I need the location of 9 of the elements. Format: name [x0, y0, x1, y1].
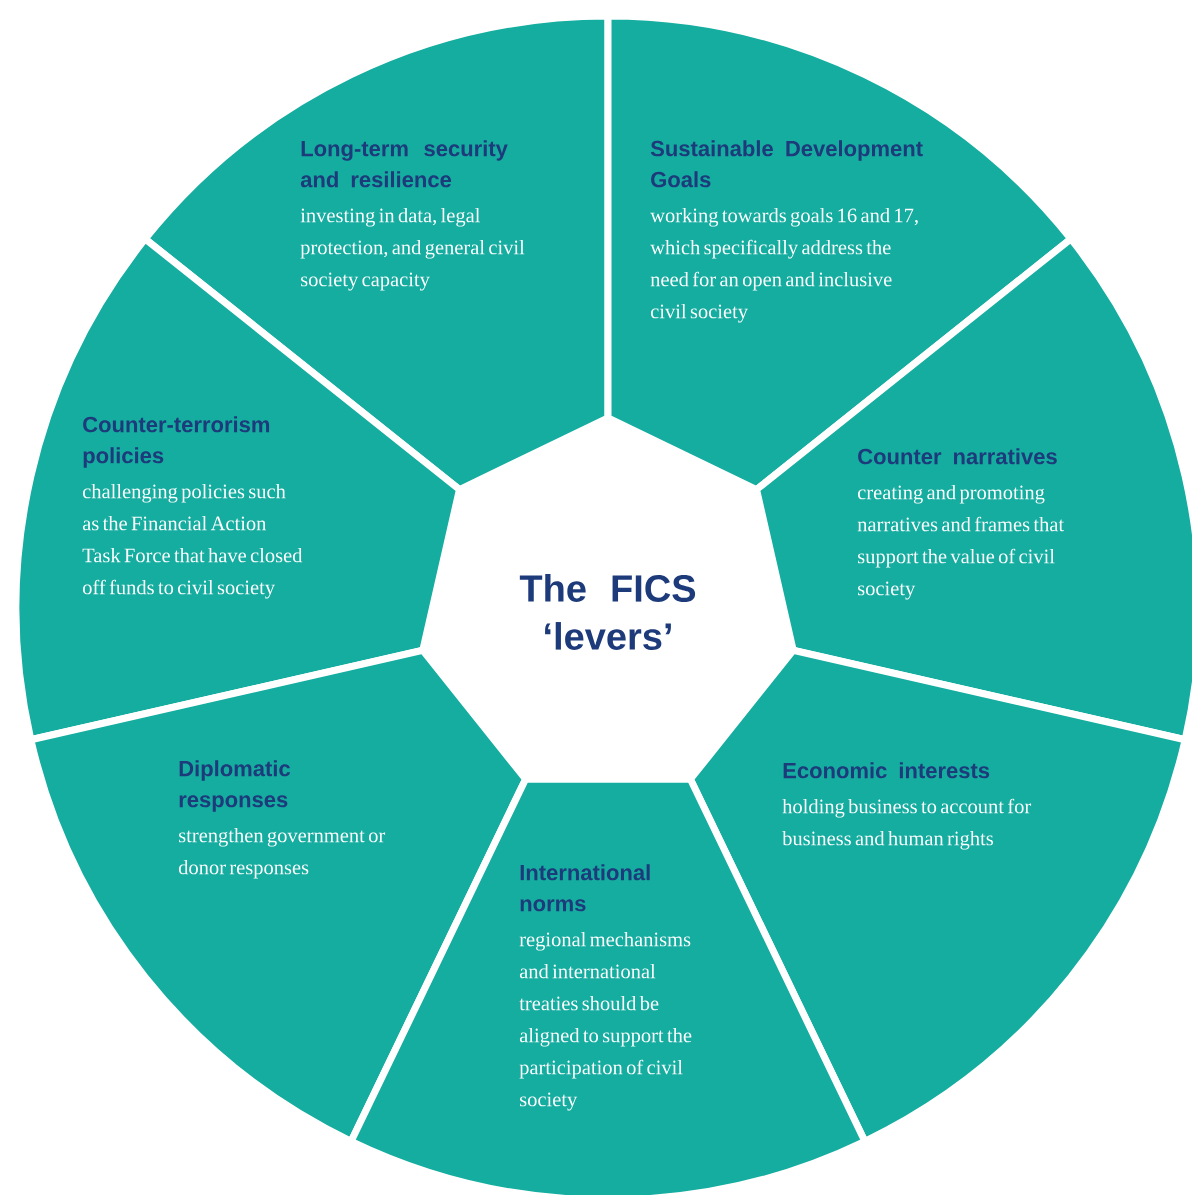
node-label: holding business to account for business and human rights: [782, 798, 1032, 850]
node-label: Economic interests: [783, 762, 990, 779]
node-label: strengthen government or donor responses: [178, 827, 386, 879]
node-label: creating and promoting narratives and frames that support the value of civil society: [857, 484, 1065, 600]
node-label: Diplomatic responses: [179, 760, 291, 812]
node-label: regional mechanisms and international treaties should be aligned to support the participation of civil society: [519, 931, 692, 1111]
center-title: The FICS ‘levers’: [519, 574, 696, 650]
node-label: Counter narratives: [858, 448, 1057, 465]
node-label: International norms: [520, 864, 650, 912]
